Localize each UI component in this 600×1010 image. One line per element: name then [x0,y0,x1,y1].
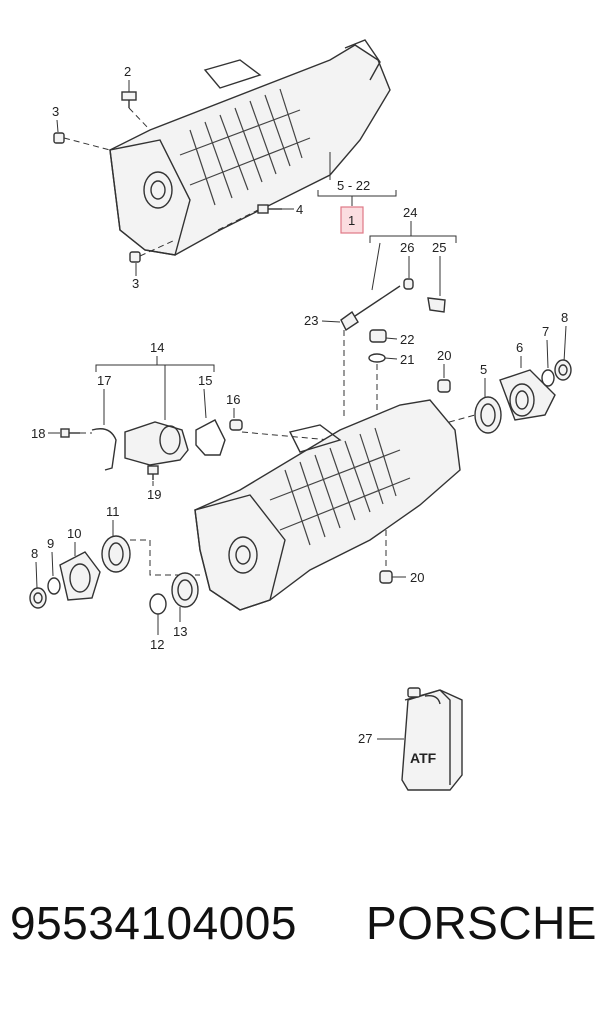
callout-12: 12 [150,637,164,652]
highlighted-part-box [340,206,364,234]
atf-canister-27: ATF [401,687,463,791]
pin-16 [229,419,243,431]
callout-27: 27 [358,731,372,746]
callout-8-left: 8 [31,546,38,561]
callout-2: 2 [124,64,131,79]
callout-20-lower: 20 [410,570,424,585]
shaft-seal-13 [171,572,199,608]
plug-20-lower [379,570,393,584]
washer-7 [541,369,555,387]
bolt-2 [121,91,137,108]
callout-14: 14 [150,340,164,355]
callout-16: 16 [226,392,240,407]
callout-1: 1 [348,213,355,228]
brand-name: PORSCHE [366,897,597,949]
dowel-pin-3-upper [53,132,65,144]
screw-19 [147,465,159,480]
callout-5: 5 [480,362,487,377]
gasket-15 [195,419,226,456]
callout-20-upper: 20 [437,348,451,363]
callout-11: 11 [106,504,120,519]
washer-9 [47,577,61,595]
dowel-pin-3-lower [129,251,141,263]
plug-22 [369,329,387,343]
drive-flange-10 [59,551,101,601]
callout-25: 25 [432,240,446,255]
upper-transfer-case [109,39,391,256]
clip-17 [91,428,117,471]
callout-8-right: 8 [561,310,568,325]
seal-ring-21 [368,353,386,363]
part-number: 95534104005 [10,897,297,949]
plug-20-upper [437,379,451,393]
callout-21: 21 [400,352,414,367]
callout-10: 10 [67,526,81,541]
callout-22: 22 [400,332,414,347]
callout-18: 18 [31,426,45,441]
footer: 95534104005 PORSCHE [0,896,600,976]
drive-flange-6 [499,369,556,421]
range-5-22-label: 5 - 22 [337,178,370,193]
cover-14 [124,421,189,466]
callout-3-upper: 3 [52,104,59,119]
callout-17: 17 [97,373,111,388]
callout-24: 24 [403,205,417,220]
callout-6: 6 [516,340,523,355]
vent-hose-24 [340,285,401,332]
screw-18 [60,428,80,438]
lower-transfer-case [194,399,461,611]
vent-cap-26 [403,278,414,290]
nut-8-left [29,587,47,609]
nut-8-right [554,359,572,381]
callout-13: 13 [173,624,187,639]
callout-23: 23 [304,313,318,328]
callout-19: 19 [147,487,161,502]
callout-3-lower: 3 [132,276,139,291]
shaft-seal-5 [474,396,502,434]
callout-9: 9 [47,536,54,551]
shaft-seal-11 [101,535,131,573]
callout-15: 15 [198,373,212,388]
callout-4: 4 [296,202,303,217]
hose-clamp-25 [427,297,446,313]
exploded-parts-diagram: 5 - 22 1 2 3 3 4 24 26 25 23 22 21 20 [29,39,572,791]
callout-7: 7 [542,324,549,339]
stud-bolt-4 [257,204,282,214]
callout-26: 26 [400,240,414,255]
atf-label: ATF [410,750,437,766]
o-ring-12 [149,593,167,615]
